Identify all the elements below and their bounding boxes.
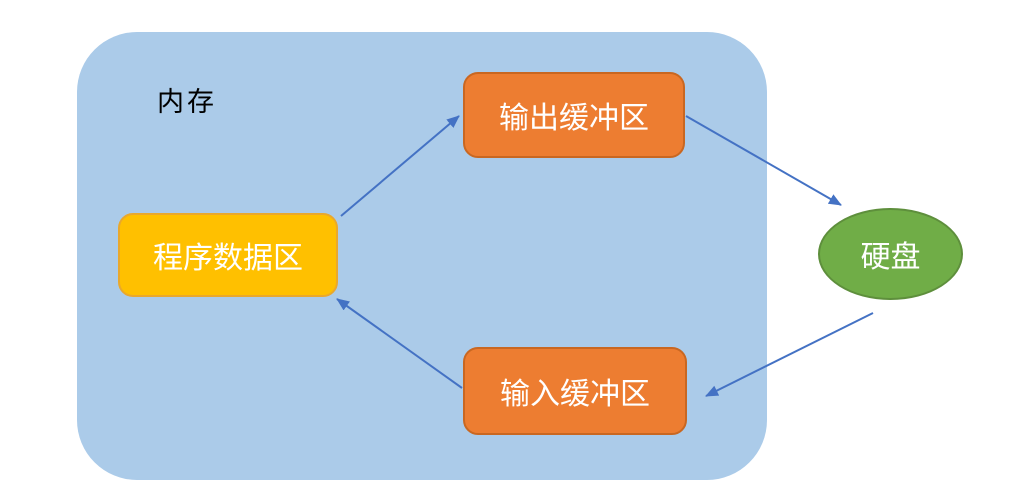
- input-buffer-label: 输入缓冲区: [500, 378, 650, 411]
- output-buffer-label: 输出缓冲区: [499, 102, 649, 135]
- program-data-area-node: 程序数据区: [118, 213, 338, 297]
- memory-label: 内存: [157, 87, 217, 117]
- output-buffer-node: 输出缓冲区: [463, 72, 685, 158]
- input-buffer-node: 输入缓冲区: [463, 347, 687, 435]
- hard-disk-label: 硬盘: [860, 241, 921, 274]
- hard-disk-node: 硬盘: [818, 208, 963, 300]
- program-data-area-label: 程序数据区: [153, 242, 303, 275]
